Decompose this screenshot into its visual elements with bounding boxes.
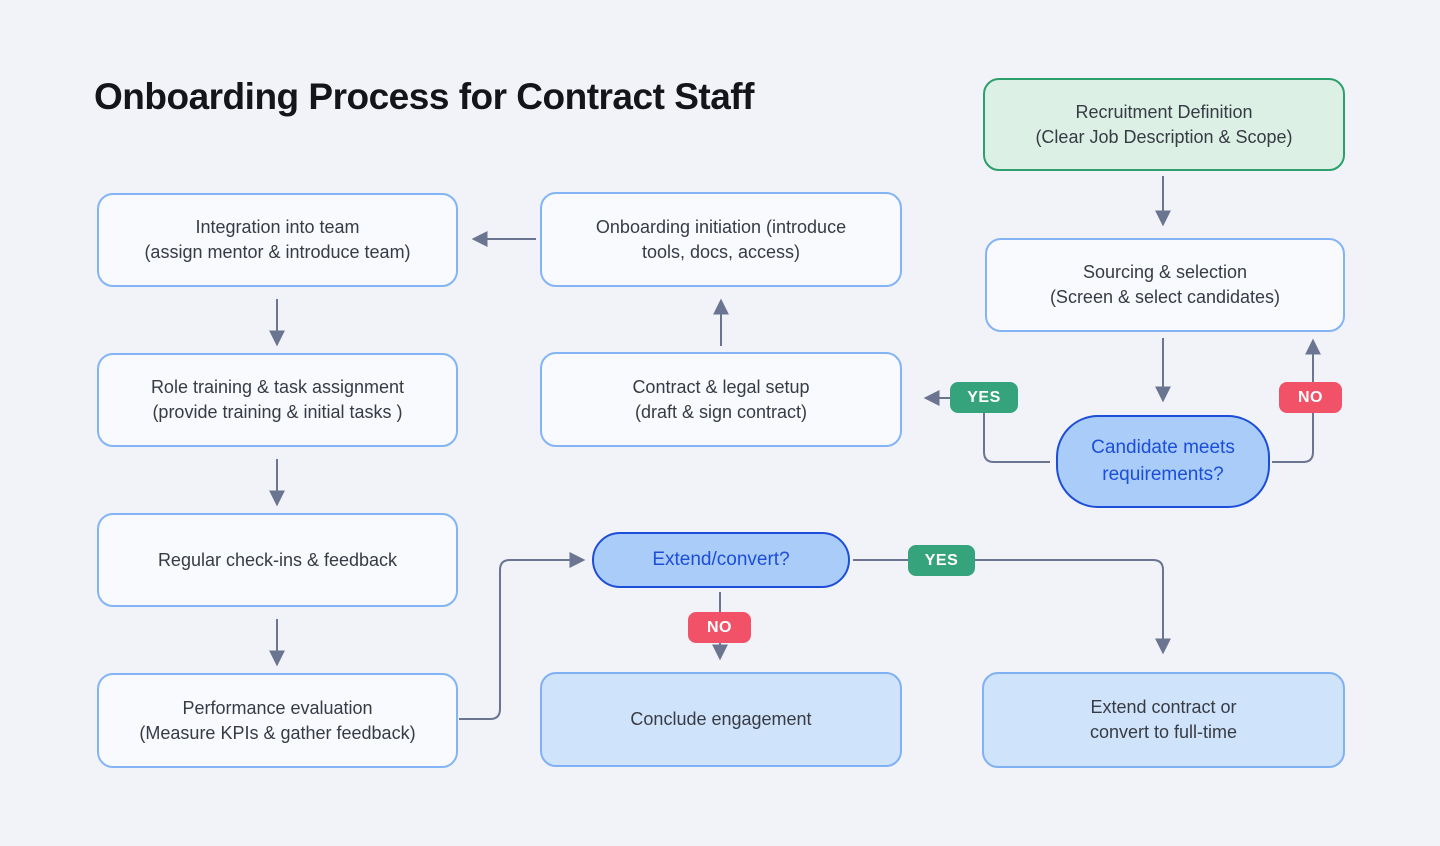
node-conclude-engagement: Conclude engagement [540,672,902,767]
arrow-candidate-yes-to-contract [923,390,1050,463]
badge-extend-no: NO [688,612,751,643]
arrow-performance-to-extend-decision [459,552,586,720]
badge-candidate-yes: YES [950,382,1018,413]
page-title: Onboarding Process for Contract Staff [94,76,754,117]
node-onboarding-initiation: Onboarding initiation (introduce tools, … [540,192,902,287]
node-contract-legal-setup: Contract & legal setup (draft & sign con… [540,352,902,447]
node-recruitment-definition: Recruitment Definition (Clear Job Descri… [983,78,1345,171]
node-sourcing-selection: Sourcing & selection (Screen & select ca… [985,238,1345,332]
node-regular-checkins: Regular check-ins & feedback [97,513,458,607]
node-performance-evaluation: Performance evaluation (Measure KPIs & g… [97,673,458,768]
arrow-extend-yes-to-fulltime [853,559,1171,655]
node-candidate-meets-requirements-decision: Candidate meets requirements? [1056,415,1270,508]
badge-extend-yes: YES [908,545,975,576]
node-integration-into-team: Integration into team (assign mentor & i… [97,193,458,287]
badge-candidate-no: NO [1279,382,1342,413]
node-role-training: Role training & task assignment (provide… [97,353,458,447]
node-extend-or-convert-fulltime: Extend contract or convert to full-time [982,672,1345,768]
node-extend-convert-decision: Extend/convert? [592,532,850,588]
arrow-candidate-no-to-sourcing [1272,338,1321,463]
